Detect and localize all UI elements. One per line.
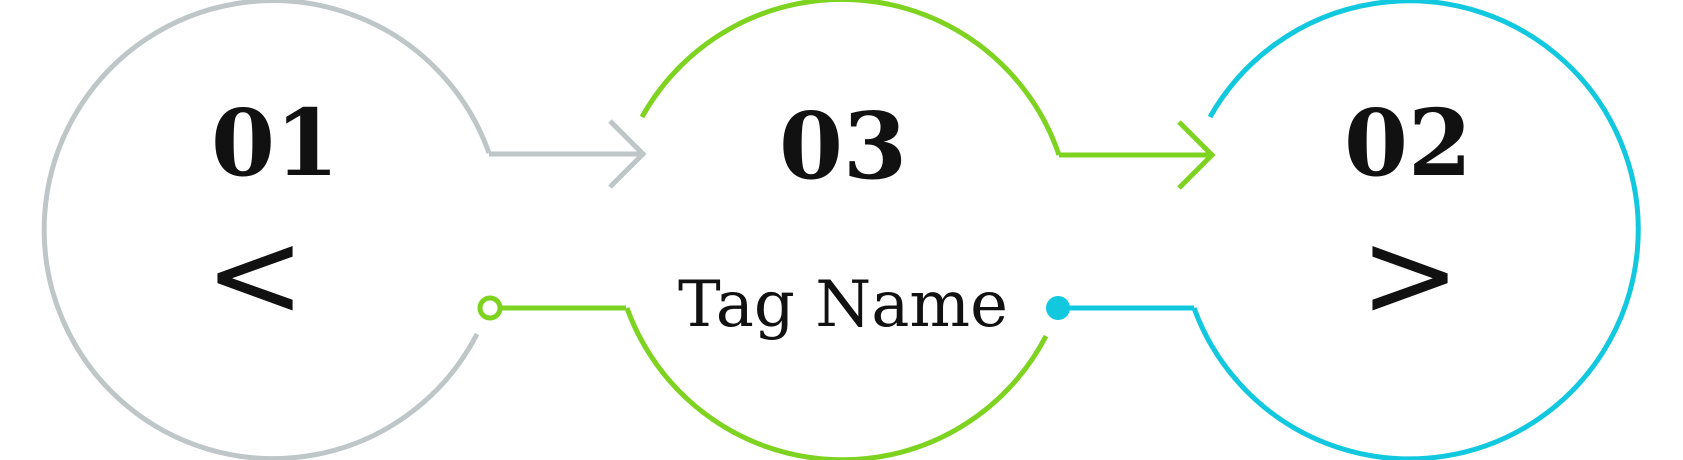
filled-dot-endpoint (1046, 296, 1070, 320)
circle-3-top-arc (639, 0, 1062, 156)
node-3-label: Tag Name (678, 268, 1008, 342)
node-3-number: 03 (779, 92, 907, 200)
node-2-symbol: > (1360, 206, 1461, 345)
node-2-number: 02 (1344, 89, 1472, 197)
arrow-connector-1-to-3 (489, 119, 647, 189)
circle-1-outline (41, 0, 492, 460)
circle-2-outline (1191, 0, 1641, 460)
node-1-number: 01 (211, 89, 339, 197)
circle-3-bottom-arc (624, 307, 1049, 460)
arrow-connector-3-to-2 (1059, 120, 1216, 190)
node-1-symbol: < (205, 206, 306, 345)
open-ring-endpoint (477, 295, 503, 321)
